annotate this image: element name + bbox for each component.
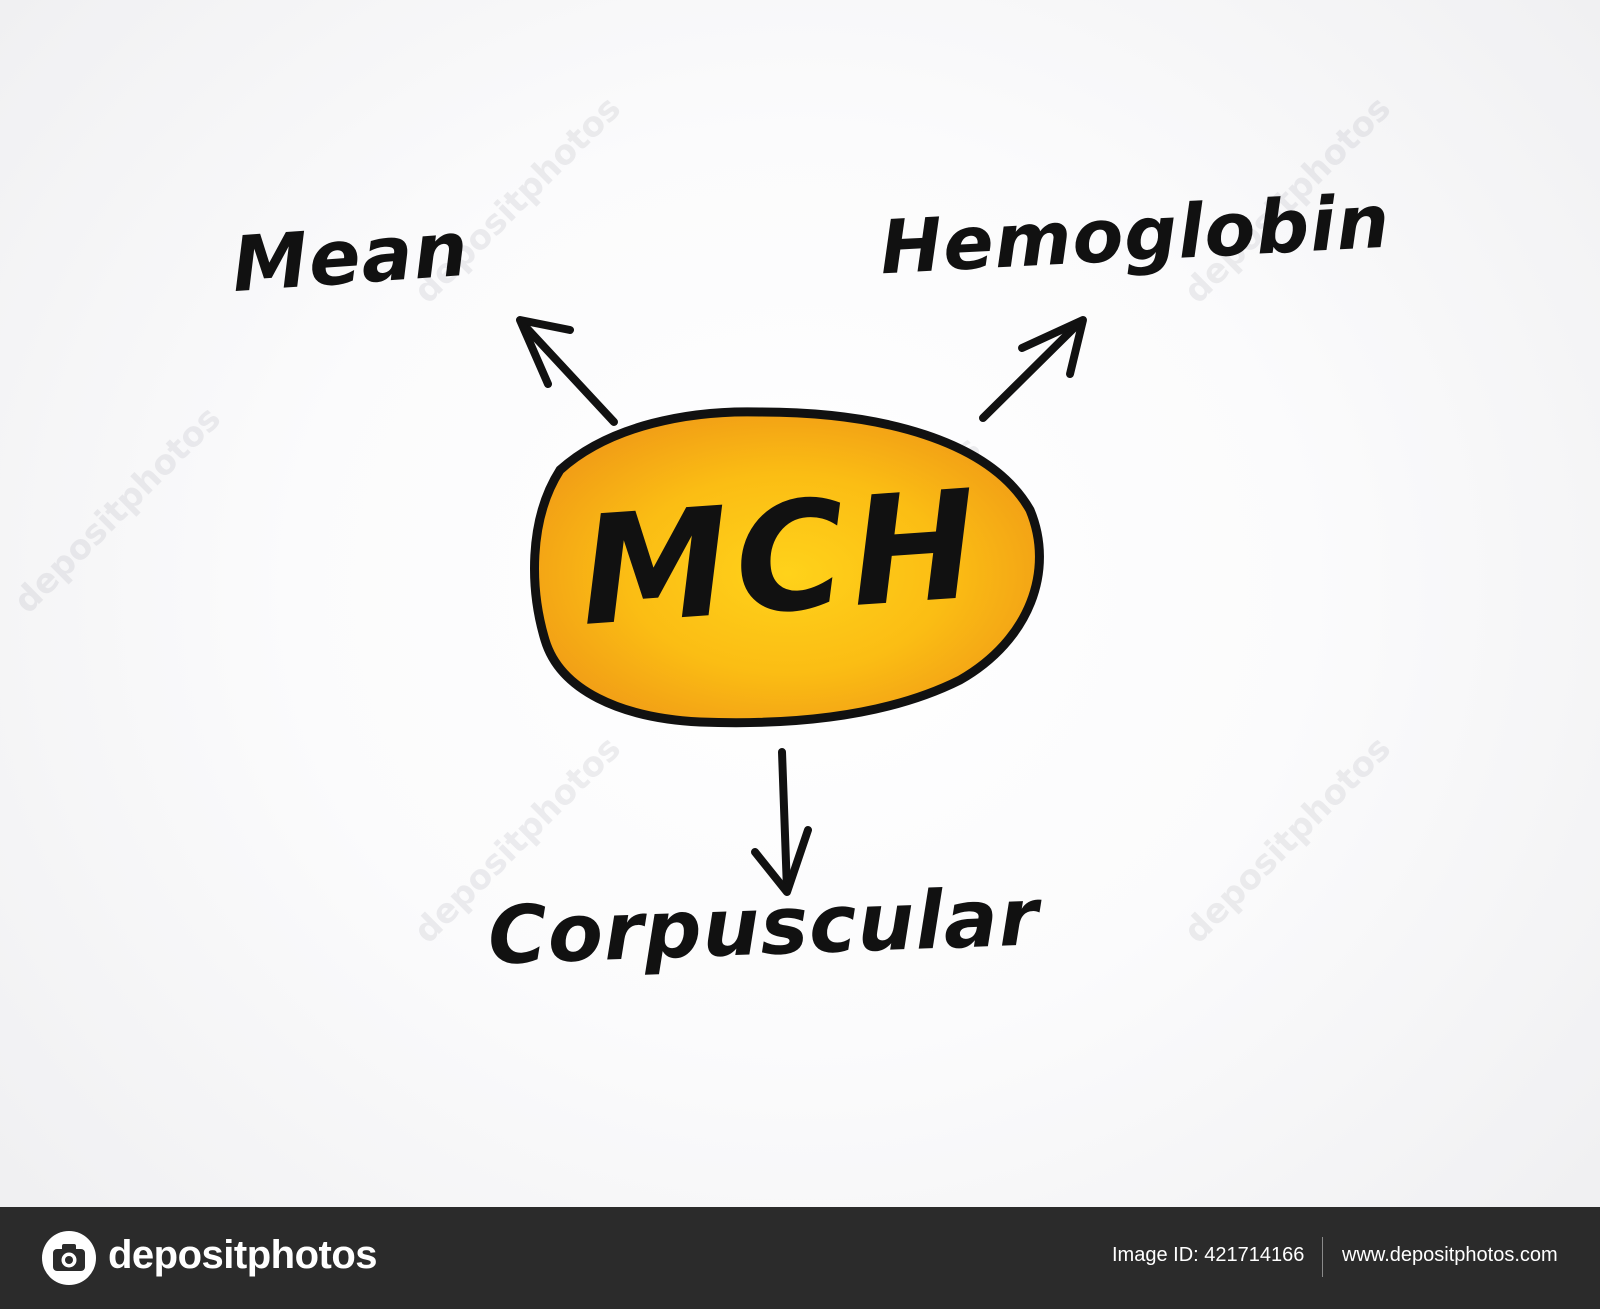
- arrow-to-corpuscular: [751, 748, 812, 896]
- diagram-canvas: depositphotos depositphotos depositphoto…: [6, 89, 1399, 983]
- image-id: Image ID: 421714166: [1112, 1244, 1305, 1266]
- center-ellipse: [530, 407, 1044, 728]
- label-mean: Mean: [229, 203, 472, 310]
- arrow-to-mean: [516, 316, 618, 426]
- center-acronym: MCH: [574, 458, 989, 660]
- stock-footer-bar: depositphotos Image ID: 421714166 www.de…: [0, 1207, 1600, 1309]
- camera-logo-icon: [40, 1229, 98, 1292]
- footer-divider: [1322, 1237, 1323, 1277]
- arrow-to-hemoglobin: [979, 316, 1087, 422]
- brand-name[interactable]: depositphotos: [108, 1233, 378, 1277]
- label-corpuscular: Corpuscular: [486, 870, 1041, 983]
- diagram-graphics: [516, 316, 1087, 896]
- site-url-link[interactable]: www.depositphotos.com: [1342, 1244, 1558, 1266]
